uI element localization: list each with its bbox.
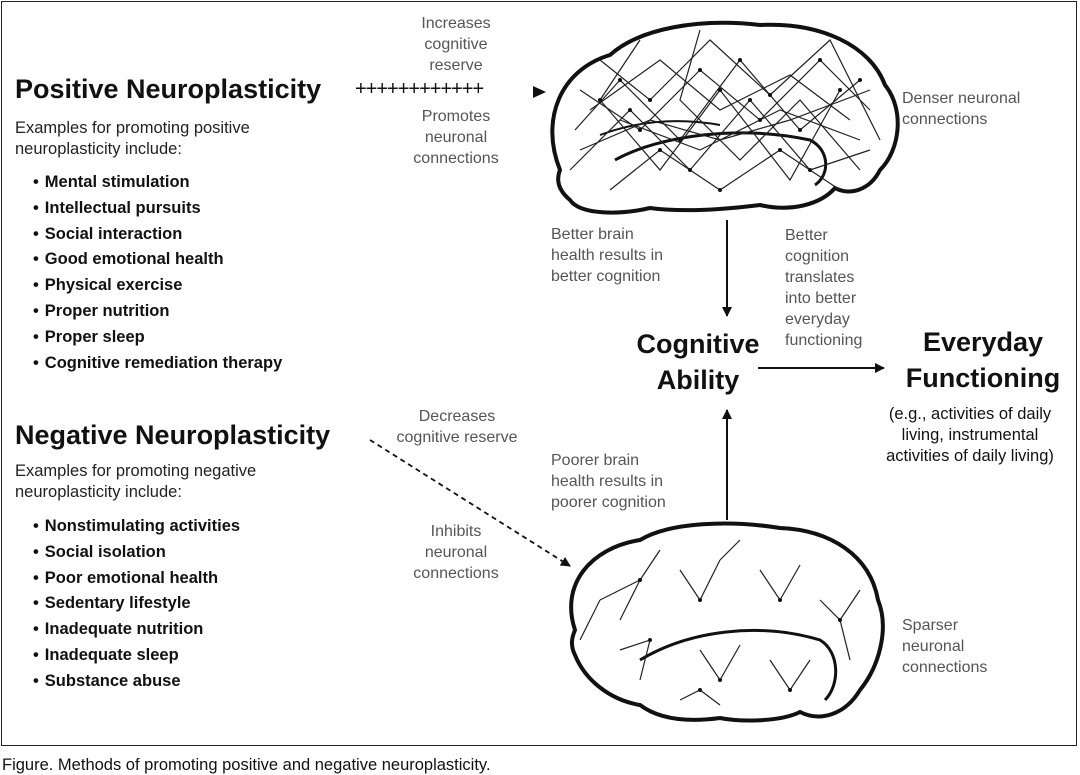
positive-intro: Examples for promoting positive neuropla… <box>15 119 250 158</box>
negative-list: Nonstimulating activities Social isolati… <box>33 514 240 695</box>
positive-item: Good emotional health <box>33 247 282 273</box>
positive-item: Social interaction <box>33 222 282 248</box>
positive-plus-arrow: ++++++++++++ <box>355 78 484 100</box>
negative-item: Nonstimulating activities <box>33 514 240 540</box>
figure-caption: Figure. Methods of promoting positive an… <box>2 756 491 774</box>
negative-item: Social isolation <box>33 540 240 566</box>
figure-frame <box>1 1 1077 746</box>
sparse-brain-icon <box>569 521 885 723</box>
positive-arrow-head <box>533 86 546 98</box>
dense-brain-icon <box>550 20 900 215</box>
positive-item: Proper nutrition <box>33 299 282 325</box>
positive-item: Physical exercise <box>33 273 282 299</box>
negative-item: Poor emotional health <box>33 566 240 592</box>
positive-item: Proper sleep <box>33 325 282 351</box>
negative-heading: Negative Neuroplasticity <box>15 420 331 450</box>
negative-intro: Examples for promoting negative neuropla… <box>15 462 257 501</box>
positive-item: Mental stimulation <box>33 170 282 196</box>
negative-item: Sedentary lifestyle <box>33 591 240 617</box>
negative-item: Inadequate nutrition <box>33 617 240 643</box>
negative-item: Inadequate sleep <box>33 643 240 669</box>
positive-heading: Positive Neuroplasticity <box>15 74 322 104</box>
positive-list: Mental stimulation Intellectual pursuits… <box>33 170 282 376</box>
positive-item: Intellectual pursuits <box>33 196 282 222</box>
negative-item: Substance abuse <box>33 669 240 695</box>
positive-item: Cognitive remediation therapy <box>33 351 282 377</box>
negative-dashed-arrow <box>369 439 571 567</box>
